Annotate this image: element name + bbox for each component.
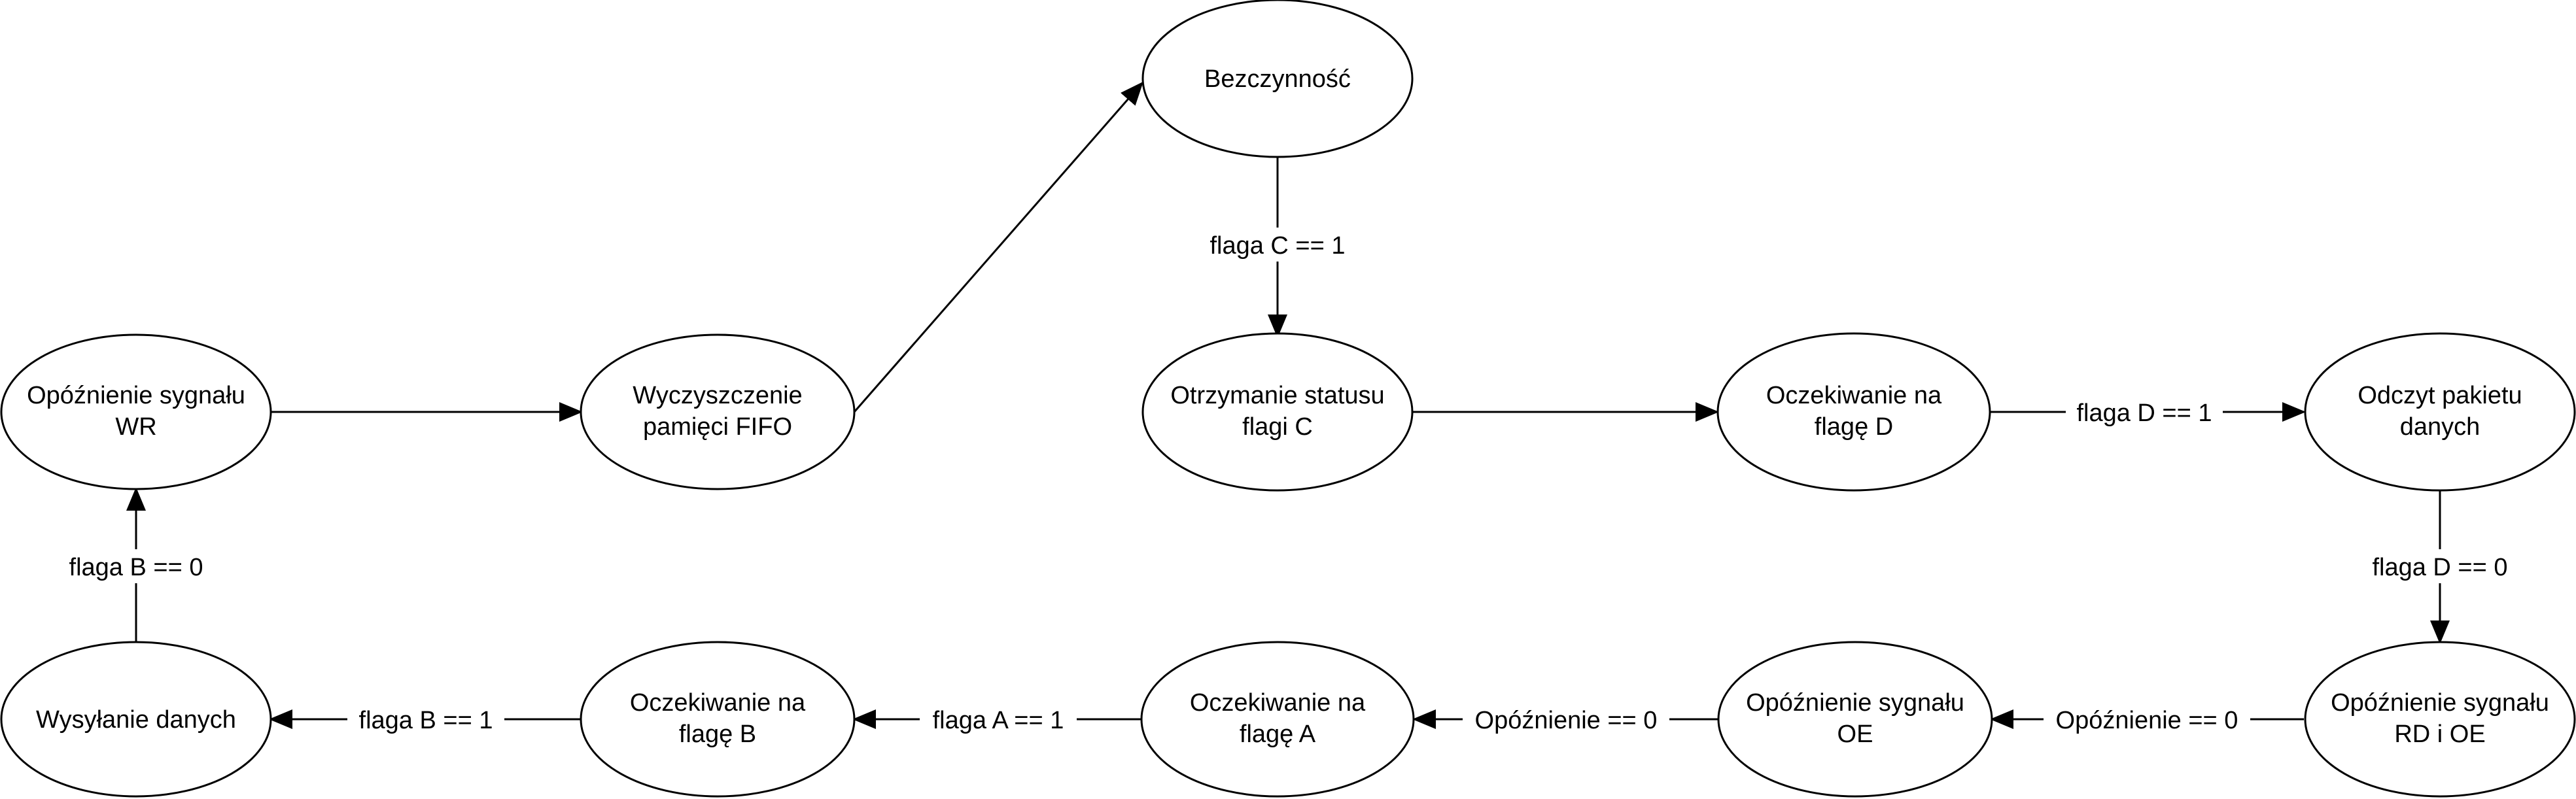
state-wait-a: Oczekiwanie na flagę A [1140, 641, 1415, 798]
svg-text:pamięci FIFO: pamięci FIFO [643, 413, 792, 441]
state-delay-oe: Opóźnienie sygnału OE [1717, 641, 1993, 798]
svg-text:Opóźnienie == 0: Opóźnienie == 0 [2056, 707, 2238, 734]
svg-text:flaga B == 0: flaga B == 0 [69, 554, 203, 581]
svg-text:flagę A: flagę A [1240, 721, 1316, 748]
svg-text:Wyczyszczenie: Wyczyszczenie [633, 382, 802, 409]
state-clear-fifo: Wyczyszczenie pamięci FIFO [580, 333, 856, 490]
svg-text:danych: danych [2400, 413, 2480, 441]
edge-clear-fifo-to-idle [853, 81, 1143, 413]
svg-text:Oczekiwanie na: Oczekiwanie na [1190, 689, 1366, 717]
state-delay-wr: Opóźnienie sygnału WR [0, 333, 272, 490]
svg-text:Opóźnienie == 0: Opóźnienie == 0 [1475, 707, 1658, 734]
svg-text:flagę B: flagę B [679, 721, 756, 748]
label-read-to-delay-rd: flaga D == 0 [2358, 549, 2522, 583]
svg-text:Otrzymanie statusu: Otrzymanie statusu [1170, 382, 1384, 409]
svg-text:Opóźnienie sygnału: Opóźnienie sygnału [1746, 689, 1964, 717]
svg-text:flagi C: flagi C [1242, 413, 1313, 441]
svg-text:Oczekiwanie na: Oczekiwanie na [630, 689, 806, 717]
label-wait-d-to-read: flaga D == 1 [2066, 395, 2223, 429]
svg-text:Odczyt pakietu: Odczyt pakietu [2358, 382, 2522, 409]
svg-text:flaga B == 1: flaga B == 1 [359, 707, 493, 734]
label-send-to-delay-wr: flaga B == 0 [54, 549, 218, 583]
svg-text:RD i OE: RD i OE [2394, 721, 2485, 748]
svg-text:WR: WR [115, 413, 156, 441]
label-idle-to-status: flaga C == 1 [1196, 228, 1359, 262]
state-wait-d: Oczekiwanie na flagę D [1716, 332, 1991, 492]
svg-text:Opóźnienie sygnału: Opóźnienie sygnału [27, 382, 245, 409]
svg-text:Opóźnienie sygnału: Opóźnienie sygnału [2331, 689, 2549, 717]
label-delay-rd-to-delay-oe: Opóźnienie == 0 [2044, 702, 2250, 736]
label-wait-a-to-wait-b: flaga A == 1 [920, 702, 1077, 736]
svg-text:OE: OE [1837, 721, 1873, 748]
state-wait-b: Oczekiwanie na flagę B [580, 641, 856, 798]
svg-text:flaga D == 1: flaga D == 1 [2076, 400, 2212, 427]
svg-text:Oczekiwanie na: Oczekiwanie na [1766, 382, 1942, 409]
label-wait-b-to-send: flaga B == 1 [347, 702, 504, 736]
state-read-packet: Odczyt pakietu danych [2304, 332, 2576, 492]
state-get-status-c: Otrzymanie statusu flagi C [1141, 332, 1414, 492]
svg-text:flagę D: flagę D [1815, 413, 1893, 441]
svg-text:Wysyłanie danych: Wysyłanie danych [36, 706, 236, 734]
state-delay-rd-oe: Opóźnienie sygnału RD i OE [2304, 641, 2576, 798]
label-delay-oe-to-wait-a: Opóźnienie == 0 [1463, 702, 1669, 736]
state-idle: Bezczynność [1141, 0, 1414, 158]
svg-text:Bezczynność: Bezczynność [1204, 65, 1351, 93]
svg-text:flaga D == 0: flaga D == 0 [2372, 554, 2507, 581]
svg-text:flaga C == 1: flaga C == 1 [1210, 232, 1345, 260]
state-send-data: Wysyłanie danych [0, 641, 272, 798]
svg-text:flaga A == 1: flaga A == 1 [933, 707, 1064, 734]
